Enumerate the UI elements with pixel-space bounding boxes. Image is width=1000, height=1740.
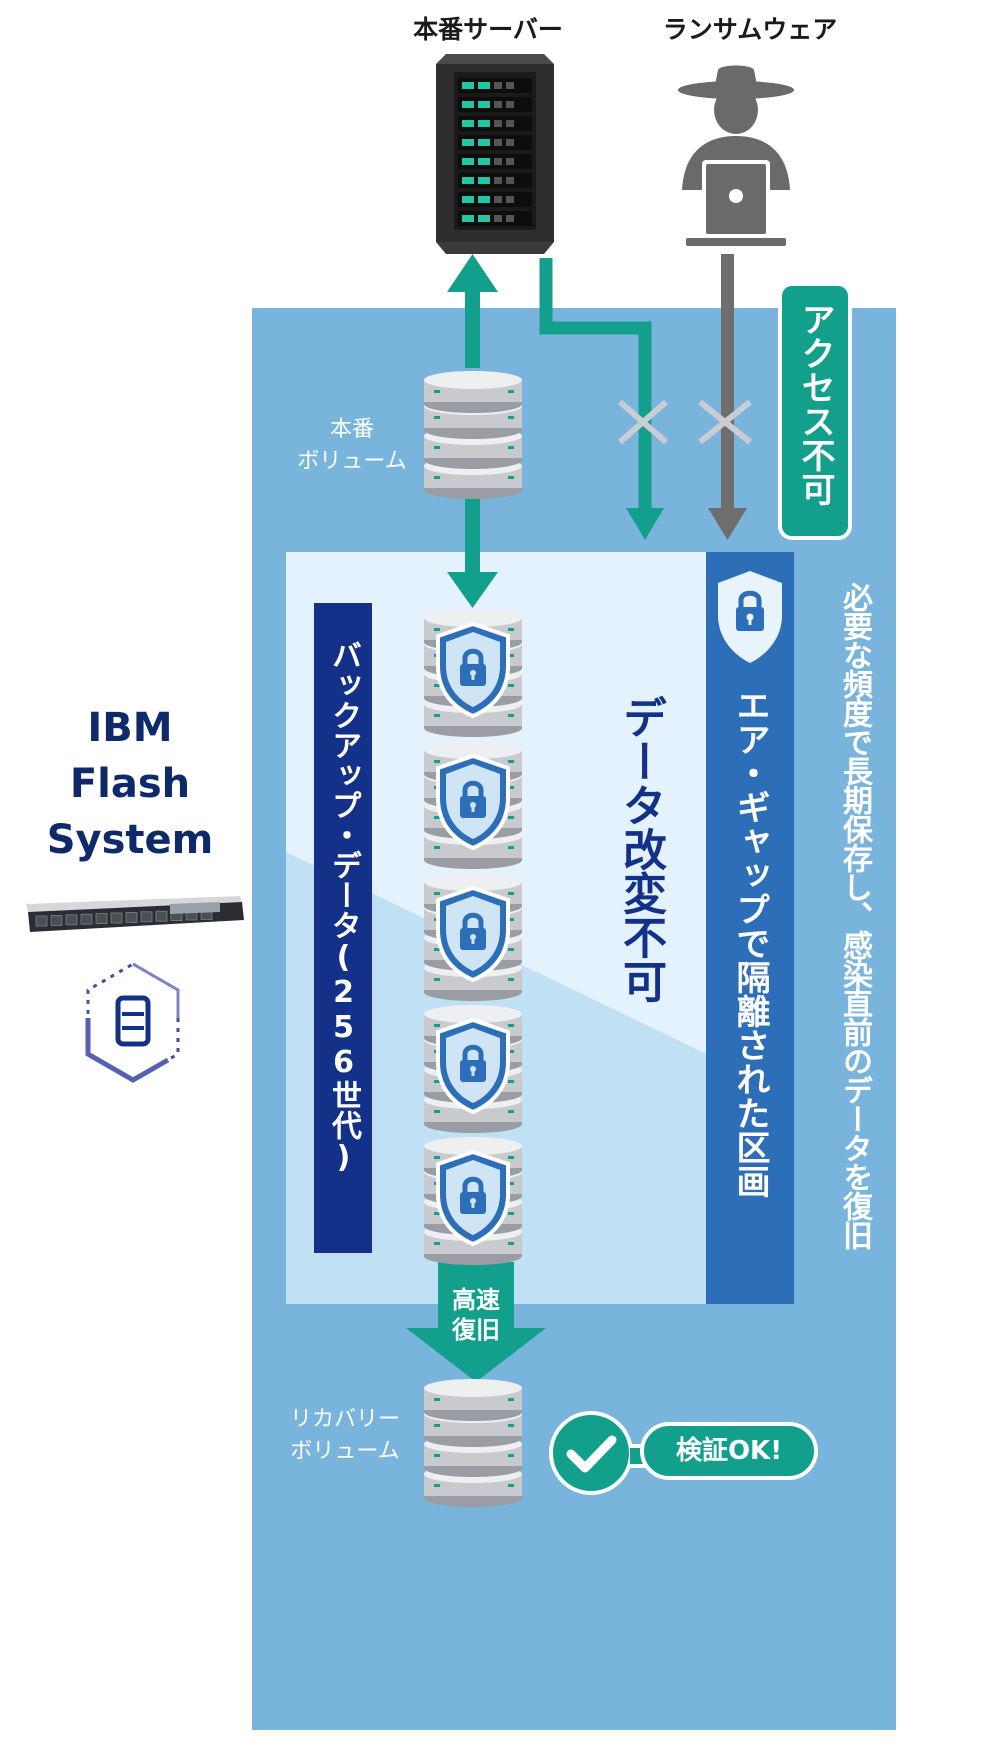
recovery-volume-icon <box>424 1379 522 1507</box>
backup-volume-icon <box>424 873 522 1001</box>
backup-volume-icon <box>424 1005 522 1133</box>
access-denied-label: アクセス不可 <box>795 302 835 506</box>
verify-check-icon <box>549 1411 633 1495</box>
backup-data-label: バックアップ・データ(256世代) <box>326 640 361 1175</box>
recovery-volume-label-1: リカバリー <box>289 1407 400 1432</box>
fast-recovery-label-2: 復旧 <box>452 1316 500 1344</box>
retention-label: 必要な頻度で長期保存し、感染直前のデータを復旧 <box>837 582 872 1249</box>
production-volume-label-2: ボリューム <box>297 449 407 474</box>
airgap-shield-icon <box>718 571 782 663</box>
server-icon <box>436 54 554 254</box>
backup-volume-icon <box>424 609 522 737</box>
backup-volume-icon <box>424 1137 522 1265</box>
backup-volume-icon <box>424 741 522 869</box>
verify-ok-label: 検証OK! <box>675 1436 783 1466</box>
product-name-line-3: System <box>46 817 214 863</box>
server-label: 本番サーバー <box>413 15 563 44</box>
airgap-label: エア・ギャップで隔離された区画 <box>730 688 770 1198</box>
storage-hexagon-icon <box>85 962 180 1083</box>
access-denied-badge <box>778 282 852 540</box>
airgap-band <box>706 552 794 1304</box>
recovery-volume-label-2: ボリューム <box>290 1439 400 1464</box>
tamper-proof-label: データ改変不可 <box>615 695 666 1003</box>
hacker-icon <box>678 65 794 246</box>
product-name-line-2: Flash <box>69 761 191 807</box>
ransomware-label: ランサムウェア <box>662 15 838 44</box>
fast-recovery-label-1: 高速 <box>452 1286 500 1314</box>
production-volume-icon <box>424 371 522 499</box>
verify-ok-badge <box>640 1422 818 1480</box>
product-name-line-1: IBM <box>87 705 173 751</box>
production-volume-label-1: 本番 <box>329 417 374 442</box>
backup-data-band <box>314 603 372 1253</box>
flashsystem-hardware-icon <box>26 896 244 932</box>
